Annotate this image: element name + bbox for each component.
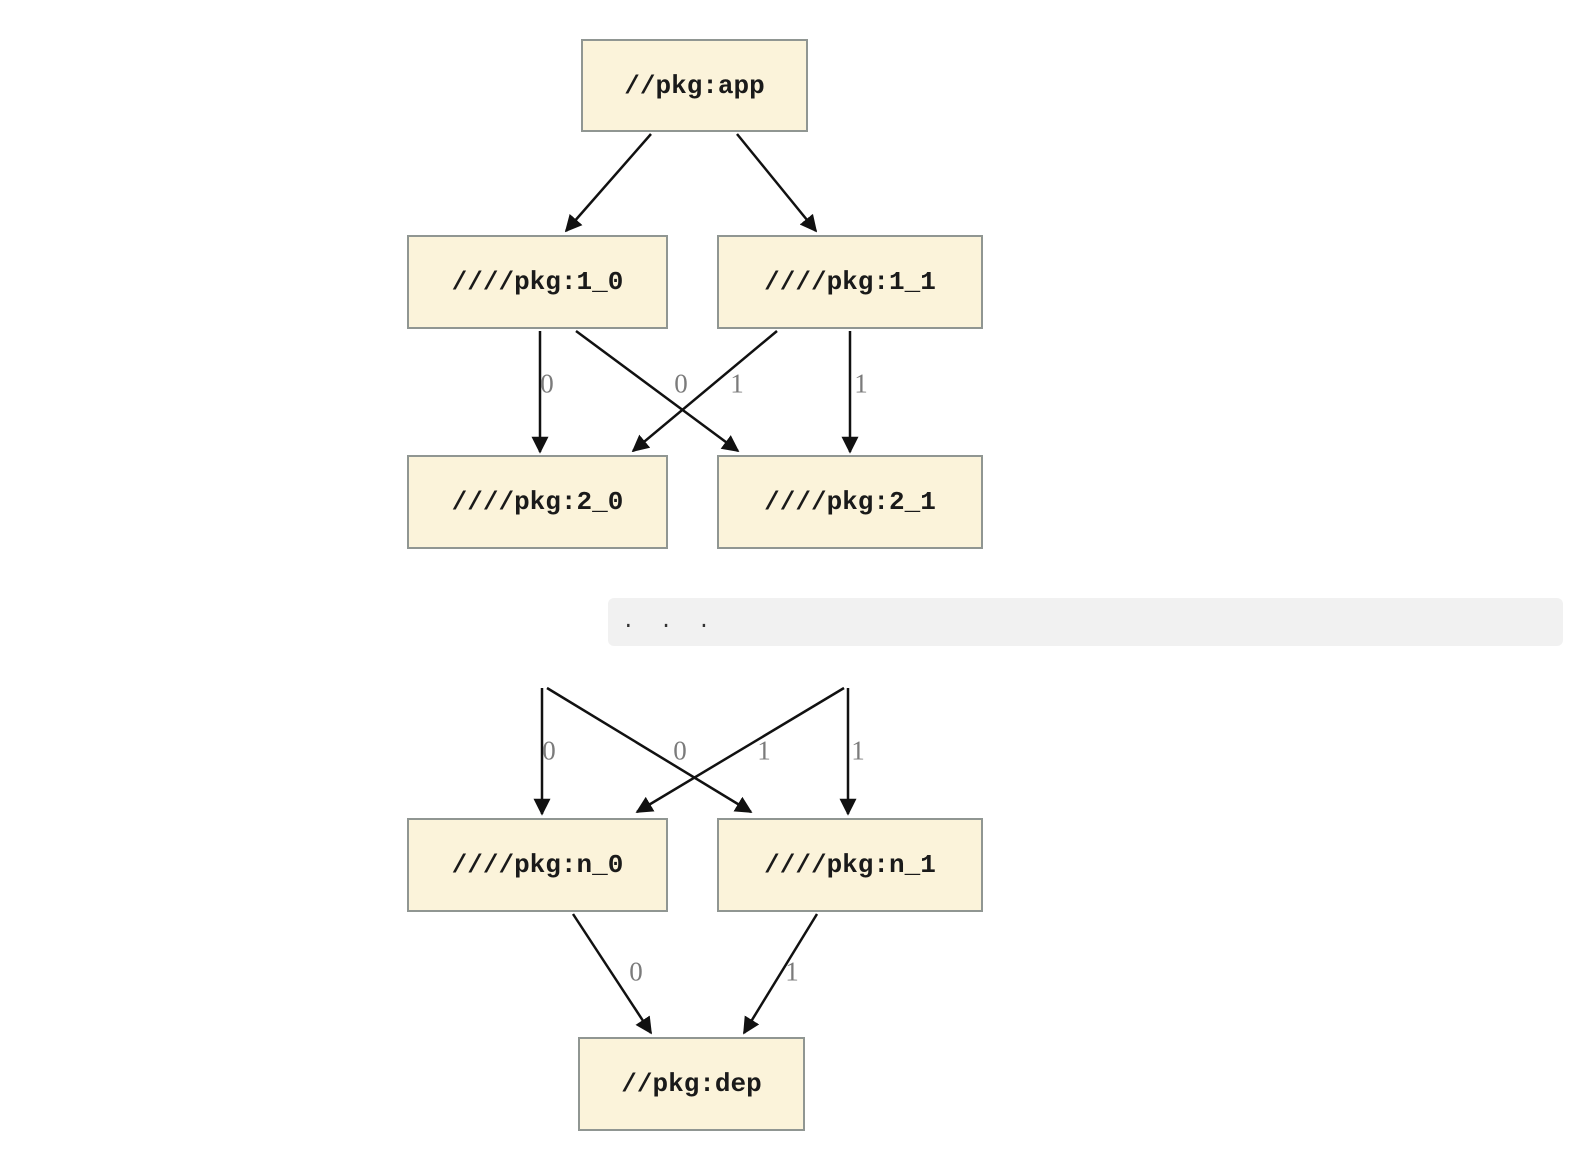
- edge-n_1-to-dep: [742, 913, 819, 1035]
- node-pkg-dep: //pkg:dep: [578, 1037, 805, 1131]
- edge-label-ellipsis-n_1-cross: 1: [757, 735, 771, 766]
- edge-label-1_1-2_1: 1: [854, 368, 868, 399]
- node-pkg-1_0-label: ////pkg:1_0: [451, 267, 624, 297]
- ellipsis-text: . . .: [622, 610, 711, 634]
- node-pkg-1_1: ////pkg:1_1: [717, 235, 983, 329]
- node-pkg-n_1-label: ////pkg:n_1: [764, 850, 936, 880]
- edge-label-1_0-2_0: 0: [540, 368, 554, 399]
- edge-1_0-to-2_1: [575, 329, 740, 453]
- edge-label-ellipsis-n_0-straight: 0: [542, 735, 556, 766]
- node-pkg-n_0: ////pkg:n_0: [407, 818, 668, 912]
- edge-n_0-to-dep: [571, 913, 653, 1035]
- node-pkg-1_0: ////pkg:1_0: [407, 235, 668, 329]
- edge-label-ellipsis-n_0-cross: 0: [673, 735, 687, 766]
- node-pkg-2_0: ////pkg:2_0: [407, 455, 668, 549]
- node-pkg-dep-label: //pkg:dep: [621, 1069, 762, 1099]
- node-pkg-n_0-label: ////pkg:n_0: [451, 850, 624, 880]
- node-pkg-1_1-label: ////pkg:1_1: [764, 267, 936, 297]
- node-pkg-2_0-label: ////pkg:2_0: [451, 487, 624, 517]
- edge-ellipsis-to-n_0-cross: [635, 686, 845, 814]
- edge-ellipsis-to-n_1-cross: [546, 686, 753, 814]
- node-pkg-n_1: ////pkg:n_1: [717, 818, 983, 912]
- edge-app-to-1_0: [564, 133, 652, 233]
- node-pkg-app: //pkg:app: [581, 39, 808, 132]
- edge-label-n_0-dep: 0: [629, 956, 643, 987]
- edge-label-1_0-2_1: 1: [730, 368, 744, 399]
- edge-label-n_1-dep: 1: [785, 956, 799, 987]
- edge-label-ellipsis-n_1-straight: 1: [851, 735, 865, 766]
- node-pkg-2_1-label: ////pkg:2_1: [764, 487, 936, 517]
- edge-app-to-1_1: [736, 133, 818, 233]
- node-pkg-2_1: ////pkg:2_1: [717, 455, 983, 549]
- edge-1_1-to-2_0: [631, 330, 778, 453]
- node-pkg-app-label: //pkg:app: [624, 70, 765, 101]
- edge-label-1_1-2_0: 0: [674, 368, 688, 399]
- ellipsis-bar: . . .: [608, 598, 1563, 646]
